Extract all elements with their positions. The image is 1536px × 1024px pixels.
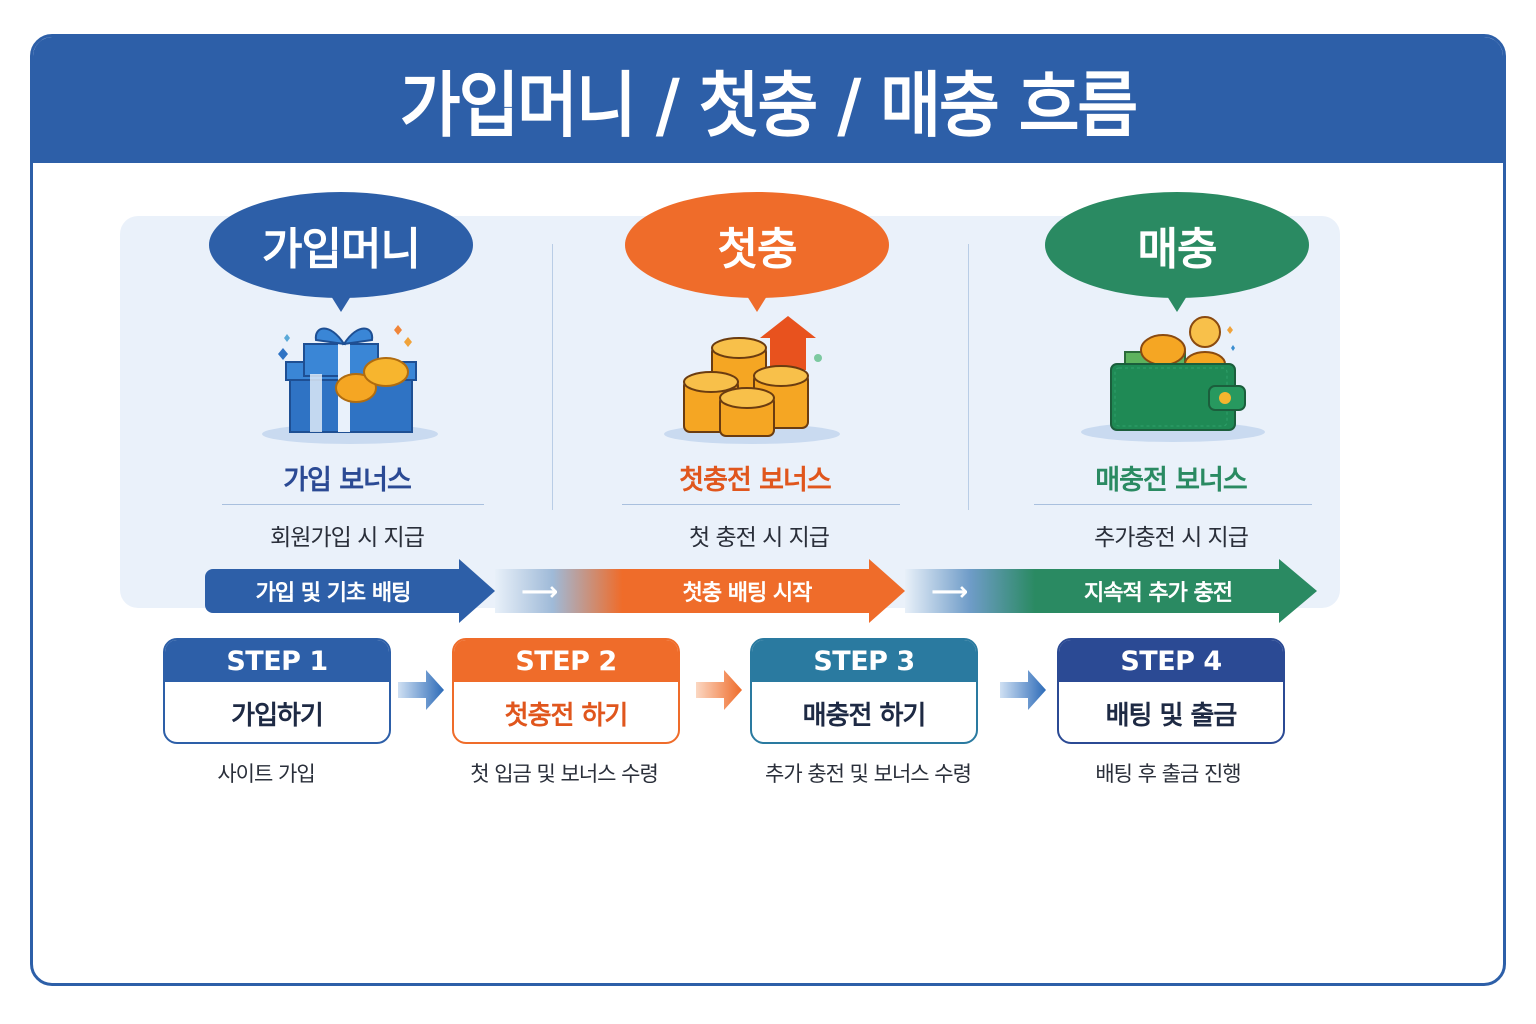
step-action: 배팅 및 출금 (1105, 700, 1238, 731)
step-card-4: STEP 4 배팅 및 출금 (1057, 638, 1285, 744)
arrow-head (1279, 559, 1317, 623)
bonus-desc: 회원가입 시 지급 (270, 525, 425, 551)
step-arrow-icon (398, 668, 444, 712)
flow-arrow-signup: 가입 및 기초 배팅 (205, 559, 495, 623)
wallet-with-coins-icon (1075, 310, 1275, 450)
step-arrow-icon (1000, 668, 1046, 712)
bonus-divider (1034, 504, 1312, 505)
coin-stacks-rising-arrow-icon (660, 310, 860, 450)
flow-arrow-first-charge: 첫충 배팅 시작 (623, 559, 907, 623)
right-arrow-icon: ⟶ (521, 577, 559, 607)
bonus-divider (622, 504, 900, 505)
step-label: STEP 4 (1059, 640, 1283, 682)
arrow-head (869, 559, 905, 623)
flow-label: 가입 및 기초 배팅 (205, 569, 461, 613)
step-label: STEP 1 (165, 640, 389, 682)
step-caption: 추가 충전 및 보너스 수령 (765, 762, 972, 786)
step-caption: 배팅 후 출금 진행 (1095, 762, 1241, 786)
step-caption: 첫 입금 및 보너스 수령 (470, 762, 659, 786)
right-arrow-icon: ⟶ (931, 577, 969, 607)
flow-label: 지속적 추가 충전 (1035, 569, 1281, 613)
flow-arrow-recharge: 지속적 추가 충전 (1035, 559, 1317, 623)
column-divider (968, 244, 969, 510)
bubble-signup-money: 가입머니 (209, 192, 473, 312)
step-arrow-icon (696, 668, 742, 712)
title-banner: 가입머니 / 첫충 / 매충 흐름 (33, 37, 1503, 163)
transition-band: ⟶ (495, 569, 623, 613)
bonus-title: 매충전 보너스 (1095, 465, 1247, 496)
step-action: 가입하기 (231, 700, 324, 731)
flow-label: 첫충 배팅 시작 (623, 569, 871, 613)
transition-band: ⟶ (905, 569, 1035, 613)
arrow-head (459, 559, 495, 623)
bonus-desc: 추가충전 시 지급 (1094, 525, 1249, 551)
gift-box-with-coins-icon (250, 310, 450, 450)
step-caption: 사이트 가입 (217, 762, 315, 786)
bubble-first-charge: 첫충 (625, 192, 889, 312)
bonus-title: 첫충전 보너스 (679, 465, 831, 496)
page-title: 가입머니 / 첫충 / 매충 흐름 (399, 64, 1138, 148)
step-card-2: STEP 2 첫충전 하기 (452, 638, 680, 744)
step-action: 매충전 하기 (802, 700, 927, 731)
bubble-recharge: 매충 (1045, 192, 1309, 312)
step-card-1: STEP 1 가입하기 (163, 638, 391, 744)
bonus-title: 가입 보너스 (283, 465, 412, 496)
column-divider (552, 244, 553, 510)
step-card-3: STEP 3 매충전 하기 (750, 638, 978, 744)
bonus-divider (222, 504, 484, 505)
bonus-desc: 첫 충전 시 지급 (689, 525, 830, 551)
step-action: 첫충전 하기 (504, 700, 629, 731)
step-label: STEP 2 (454, 640, 678, 682)
step-label: STEP 3 (752, 640, 976, 682)
